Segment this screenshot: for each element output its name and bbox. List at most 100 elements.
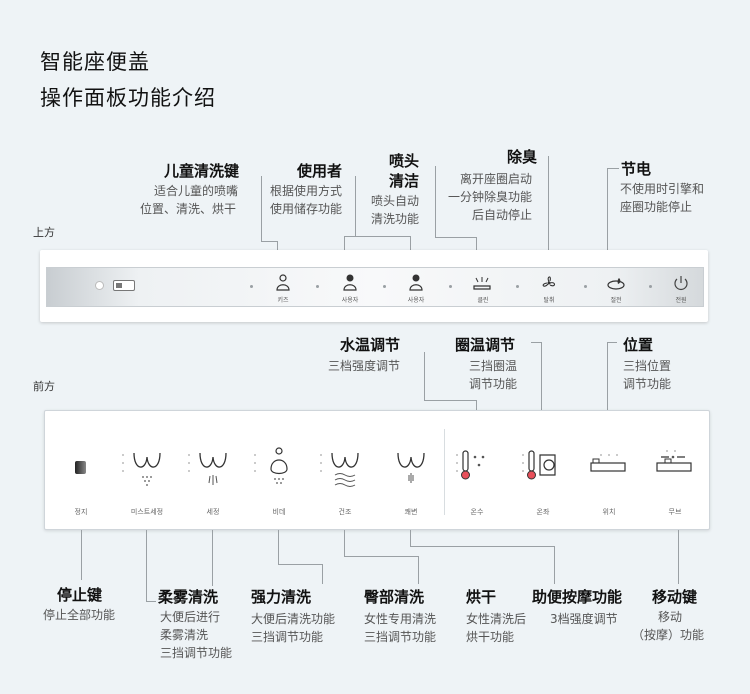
leader-line: [678, 530, 679, 584]
water-temp-icon: [456, 450, 485, 480]
leader-line: [418, 556, 419, 584]
leader-line: [435, 237, 477, 238]
button-label: 쾌변: [404, 508, 418, 516]
leader-line: [548, 156, 549, 282]
user-1-button[interactable]: 사용자: [330, 268, 370, 306]
button-label: 사용자: [407, 297, 425, 304]
user-2-button[interactable]: 사용자: [396, 268, 436, 306]
callout-desc: （按摩）功能: [632, 628, 705, 642]
callout-head: 烘干: [466, 588, 497, 606]
nozzle-clean-button[interactable]: 클린: [463, 268, 503, 306]
callout-desc: 柔雾清洗: [160, 628, 209, 642]
leader-line: [278, 530, 279, 564]
seat-temp-button[interactable]: [513, 445, 573, 505]
callout-desc: 调节功能: [623, 377, 672, 391]
callout-head: 水温调节: [340, 336, 401, 354]
leader-line: [607, 342, 617, 343]
button-label: 정지: [74, 508, 88, 516]
stop-button[interactable]: [51, 445, 111, 505]
leader-line: [278, 564, 322, 565]
user-1-icon: [343, 274, 357, 291]
leader-line: [410, 546, 554, 547]
top-control-panel: 키즈 사용자 사용자 클린: [40, 250, 708, 322]
leader-line: [261, 241, 277, 242]
water-temp-button[interactable]: [447, 445, 507, 505]
button-label: 위치: [602, 508, 616, 516]
button-label: 미스트세정: [130, 508, 164, 516]
stop-icon: [75, 461, 86, 474]
mist-wash-icon: [122, 452, 161, 486]
leader-line: [344, 556, 418, 557]
power-button[interactable]: 전원: [661, 268, 701, 306]
power-save-button[interactable]: 절전: [596, 268, 636, 306]
leader-line: [607, 168, 619, 169]
callout-desc: 烘干功能: [466, 630, 515, 644]
callout-head: 助便按摩功能: [532, 588, 623, 606]
callout-desc: 后自动停止: [472, 208, 533, 222]
callout-desc: 使用储存功能: [270, 202, 343, 216]
callout-head: 圈温调节: [455, 336, 516, 354]
wash-icon: [188, 452, 227, 485]
leader-line: [146, 601, 156, 602]
indicator-dot: [449, 285, 452, 288]
callout-desc: 不使用时引擎和: [620, 182, 705, 196]
callout-head: 喷头: [389, 152, 420, 170]
callout-desc: 根据使用方式: [270, 184, 343, 198]
bidet-button[interactable]: [249, 445, 309, 505]
callout-desc: 女性专用清洗: [364, 612, 437, 626]
callout-head: 儿童清洗键: [164, 162, 240, 180]
massage-button[interactable]: [381, 445, 441, 505]
button-label: 건조: [338, 508, 352, 516]
indicator-dot: [516, 285, 519, 288]
indicator-dot: [584, 285, 587, 288]
leader-line: [344, 530, 345, 556]
callout-head: 除臭: [507, 148, 538, 166]
callout-desc: 清洗功能: [371, 212, 420, 226]
leader-line: [424, 352, 425, 401]
top-panel-strip: 키즈 사용자 사용자 클린: [46, 267, 704, 307]
indicator-dot: [250, 285, 253, 288]
callout-desc: 大便后进行: [160, 610, 221, 624]
fan-icon: [542, 276, 556, 287]
indicator-dot: [649, 285, 652, 288]
callout-desc: 停止全部功能: [43, 608, 116, 622]
callout-head: 清洁: [389, 172, 420, 190]
button-label: 사용자: [341, 297, 359, 304]
page-subtitle: 操作面板功能介绍: [40, 86, 216, 110]
button-label: 온좌: [536, 508, 550, 516]
mist-wash-button[interactable]: [117, 445, 177, 505]
page-title: 智能座便盖: [40, 50, 150, 74]
callout-desc: 三档强度调节: [328, 359, 401, 373]
callout-desc: 适合儿童的喷嘴: [154, 184, 239, 198]
indicator-dot: [316, 285, 319, 288]
power-save-icon: [607, 278, 625, 290]
button-label: 키즈: [277, 297, 289, 304]
callout-desc: 3档强度调节: [550, 612, 618, 626]
leader-line: [607, 168, 608, 282]
leader-line: [554, 546, 555, 584]
deodorize-button[interactable]: 탈취: [529, 268, 569, 306]
kids-button[interactable]: 키즈: [263, 268, 303, 306]
callout-desc: 三挡调节功能: [364, 630, 437, 644]
callout-desc: 离开座圈启动: [460, 172, 533, 186]
callout-head: 移动键: [652, 588, 698, 606]
callout-desc: 三挡调节功能: [251, 630, 324, 644]
bidet-icon: [254, 447, 288, 484]
button-label: 비데: [272, 508, 286, 516]
wash-button[interactable]: [183, 445, 243, 505]
leader-line: [344, 236, 410, 237]
position-button[interactable]: [579, 445, 639, 505]
dry-button[interactable]: [315, 445, 375, 505]
leader-line: [424, 400, 476, 401]
move-button[interactable]: [645, 445, 705, 505]
button-label: 무브: [668, 508, 682, 516]
callout-desc: 三挡圈温: [469, 359, 518, 373]
button-label: 클린: [477, 297, 489, 304]
callout-desc: 女性清洗后: [466, 612, 527, 626]
leader-line: [81, 530, 82, 580]
button-label: 절전: [610, 297, 622, 304]
nozzle-clean-icon: [473, 277, 491, 290]
leader-line: [355, 176, 356, 236]
leader-line: [212, 530, 213, 586]
callout-head: 臀部清洗: [364, 588, 425, 606]
